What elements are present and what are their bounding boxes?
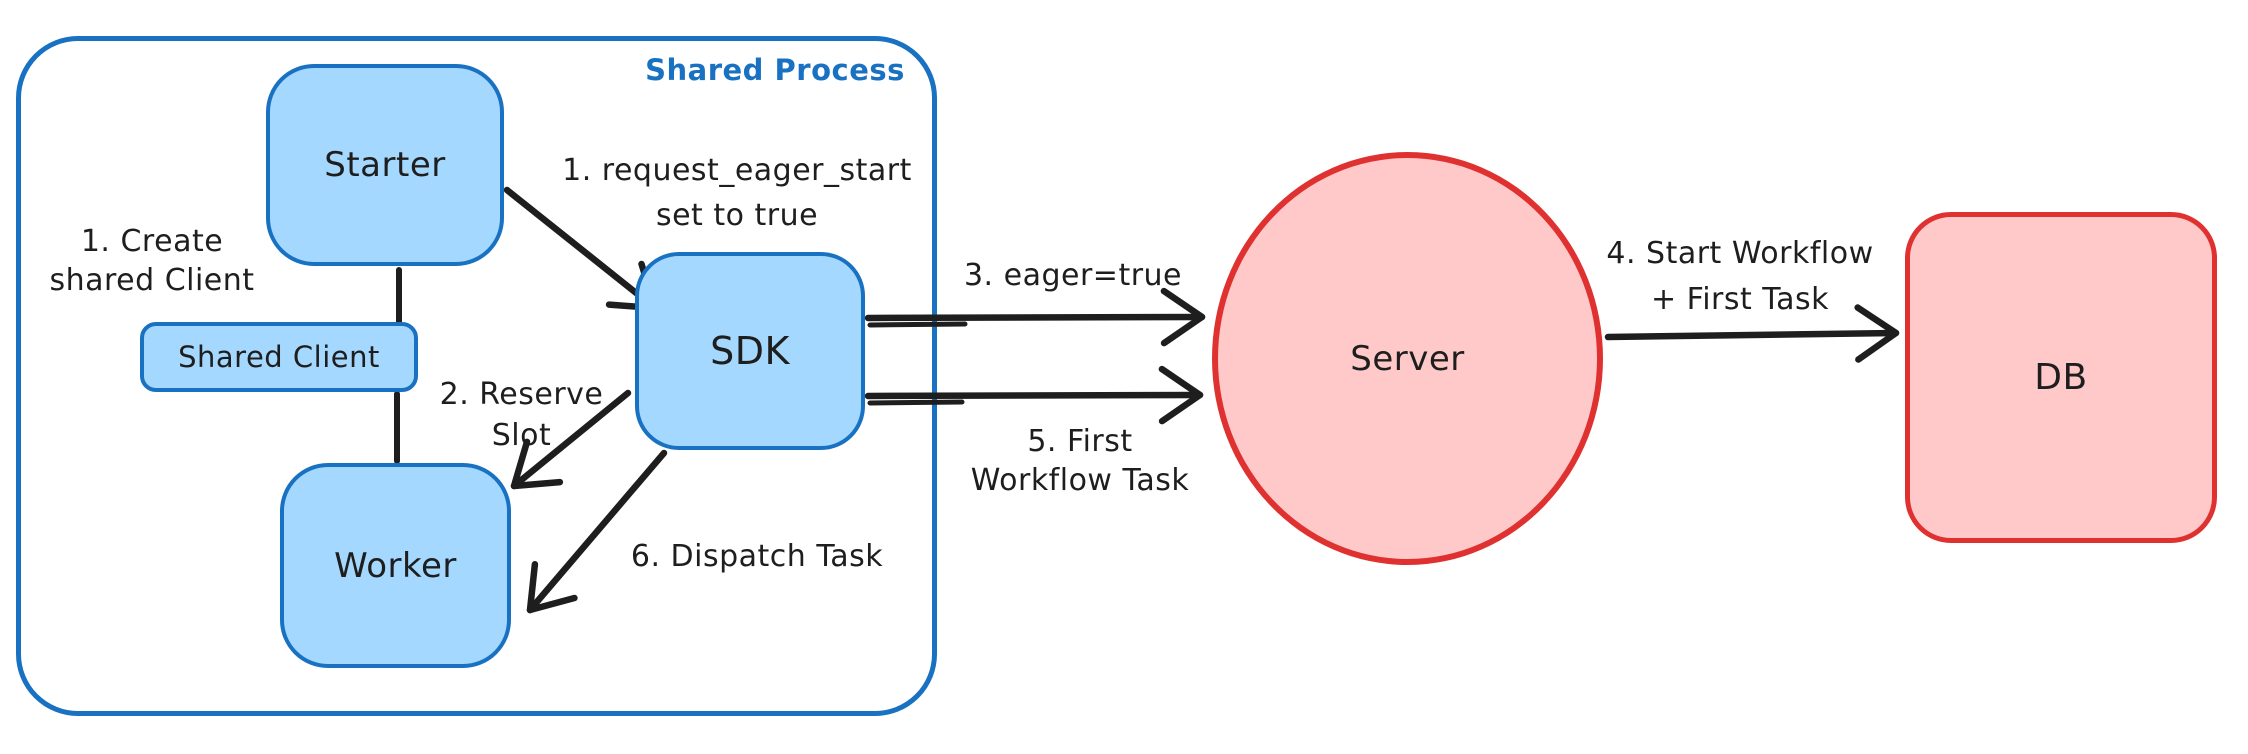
arrow-dispatch-task (526, 449, 668, 614)
arrow-start-workflow (1604, 304, 1900, 363)
shared-process-container (16, 36, 937, 716)
annotation-line: 1. Create (80, 224, 224, 259)
annotation-line: set to true (655, 198, 819, 233)
server-node: Server (1212, 152, 1603, 565)
annotation-line: 5. First (1027, 424, 1133, 459)
arrow-reserve-slot (510, 389, 632, 490)
annotation-eager-true: 3. eager=true (933, 256, 1213, 296)
annotation-line: 2. Reserve (439, 377, 604, 412)
arrow-first-workflow-task (864, 365, 1204, 425)
server-label: Server (1350, 338, 1465, 379)
annotation-line: + First Task (1650, 282, 1830, 317)
db-label: DB (2034, 357, 2088, 398)
shared-client-node: Shared Client (140, 322, 418, 392)
annotation-line: 1. request_eager_start (562, 153, 912, 188)
annotation-first-workflow-task: 5. First Workflow Task (930, 422, 1230, 500)
arrow-eager-true (864, 287, 1206, 347)
shared-client-label: Shared Client (178, 340, 380, 374)
annotation-line: Workflow Task (970, 463, 1190, 498)
annotation-start-workflow: 4. Start Workflow + First Task (1570, 231, 1910, 323)
annotation-request-eager-start: 1. request_eager_start set to true (527, 148, 947, 238)
shared-process-label: Shared Process (645, 53, 905, 87)
annotation-reserve-slot: 2. Reserve Slot (399, 374, 644, 456)
annotation-create-shared-client: 1. Create shared Client (17, 222, 287, 300)
arrow-eager-true-overdraw (867, 321, 968, 328)
annotation-line: Slot (491, 418, 552, 453)
starter-label: Starter (324, 145, 446, 185)
annotation-line: 3. eager=true (963, 258, 1183, 293)
annotation-dispatch-task: 6. Dispatch Task (607, 537, 907, 577)
annotation-line: 6. Dispatch Task (630, 539, 884, 574)
annotation-line: shared Client (49, 263, 255, 298)
starter-node: Starter (266, 64, 504, 266)
sdk-label: SDK (710, 329, 790, 373)
db-node: DB (1905, 212, 2217, 543)
worker-node: Worker (280, 463, 511, 668)
arrow-request-eager-start (503, 186, 659, 312)
annotation-line: 4. Start Workflow (1606, 236, 1874, 271)
arrow-first-workflow-task-overdraw (867, 399, 965, 406)
sdk-node: SDK (635, 252, 865, 450)
worker-label: Worker (334, 545, 457, 586)
